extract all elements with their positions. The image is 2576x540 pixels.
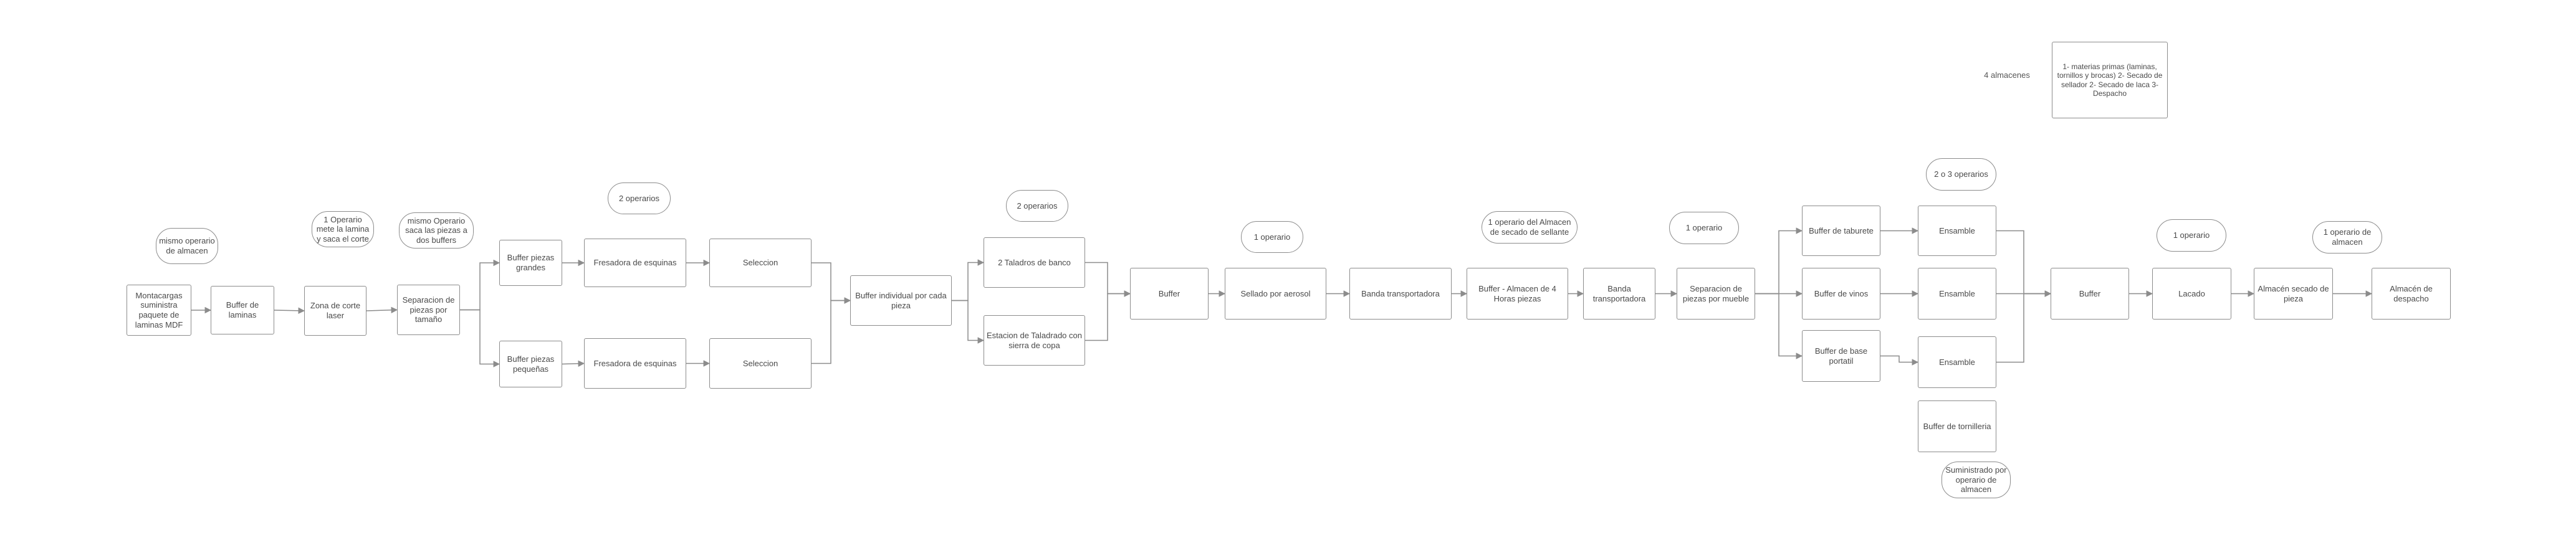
- connector-arrow: [1880, 355, 1919, 366]
- note-n-mismo-operario: mismo operario de almacen: [156, 228, 218, 264]
- process-box-fresadora-2: Fresadora de esquinas: [584, 338, 686, 389]
- process-box-banda-2: Banda transportadora: [1583, 268, 1655, 320]
- connector-arrow: [1755, 227, 1803, 295]
- process-box-buffer-base: Buffer de base portatil: [1802, 330, 1880, 382]
- process-box-buffer-vinos: Buffer de vinos: [1802, 268, 1880, 320]
- note-n-2op-b: 2 operarios: [1006, 190, 1068, 222]
- note-n-2op-a: 2 operarios: [608, 182, 671, 214]
- connector-arrow: [366, 306, 398, 314]
- process-box-buffer-almacen: Buffer - Almacen de 4 Horas piezas: [1467, 268, 1568, 320]
- note-n-1op-a: 1 operario: [1241, 221, 1303, 253]
- note-n-1op-almacen: 1 operario de almacen: [2312, 221, 2382, 253]
- process-box-lacado: Lacado: [2152, 268, 2231, 320]
- note-n-1op-b: 1 operario: [1669, 212, 1739, 244]
- process-box-separacion-tamano: Separacion de piezas por tamaño: [397, 285, 460, 335]
- connector-arrow: [952, 259, 985, 301]
- process-box-almacenes-lista: 1- materias primas (laminas, tornillos y…: [2052, 42, 2168, 118]
- process-box-buffer-taburete: Buffer de taburete: [1802, 206, 1880, 256]
- process-box-buffer-1: Buffer: [1130, 268, 1209, 320]
- note-n-op-almacen: 1 operario del Almacen de secado de sell…: [1482, 211, 1578, 244]
- process-box-almacen-secado: Almacén secado de pieza: [2254, 268, 2333, 320]
- note-n-suministrado: Suministrado por operario de almacen: [1942, 462, 2011, 498]
- process-box-ensamble-3: Ensamble: [1918, 336, 1996, 388]
- process-box-banda-1: Banda transportadora: [1349, 268, 1452, 320]
- connector-arrow: [812, 262, 851, 304]
- connector-arrow: [1085, 290, 1131, 341]
- connector-arrow: [1996, 290, 2052, 363]
- connector-arrow: [952, 300, 985, 344]
- note-n-2o3: 2 o 3 operarios: [1926, 158, 1996, 191]
- connector-arrow: [274, 307, 305, 315]
- process-box-buffer-pequenas: Buffer piezas pequeñas: [499, 341, 562, 387]
- connector-arrow: [1085, 262, 1131, 297]
- note-n-1op-c: 1 operario: [2157, 219, 2226, 252]
- connector-arrow: [812, 297, 851, 364]
- connector-arrow: [1755, 293, 1803, 359]
- process-box-buffer-individual: Buffer individual por cada pieza: [850, 275, 952, 326]
- note-n-operario-corte: 1 Operario mete la lamina y saca el cort…: [312, 211, 374, 247]
- process-box-buffer-grandes: Buffer piezas grandes: [499, 240, 562, 286]
- label-lbl-almacenes: 4 almacenes: [1984, 70, 2030, 80]
- process-box-separacion-mueble: Separacion de piezas por mueble: [1677, 268, 1755, 320]
- process-box-buffer-2: Buffer: [2051, 268, 2129, 320]
- note-n-mismo-operario-2: mismo Operario saca las piezas a dos buf…: [399, 212, 474, 249]
- connector-arrow: [460, 309, 500, 367]
- process-box-zona-corte: Zona de corte laser: [304, 286, 366, 336]
- process-box-sellado: Sellado por aerosol: [1225, 268, 1326, 320]
- connector-arrow: [1996, 230, 2052, 297]
- process-box-taladros: 2 Taladros de banco: [984, 237, 1085, 288]
- process-box-buffer-tornilleria: Buffer de tornilleria: [1918, 400, 1996, 452]
- process-box-fresadora-1: Fresadora de esquinas: [584, 239, 686, 287]
- process-box-seleccion-1: Seleccion: [709, 239, 812, 287]
- process-box-estacion-taladrado: Estacion de Taladrado con sierra de copa: [984, 315, 1085, 366]
- connector-arrow: [460, 259, 500, 311]
- process-box-montacargas: Montacargas suministra paquete de lamina…: [127, 285, 191, 336]
- process-box-almacen-despacho: Almacén de despacho: [2372, 268, 2451, 320]
- process-box-ensamble-1: Ensamble: [1918, 206, 1996, 256]
- process-box-buffer-laminas: Buffer de laminas: [211, 286, 274, 334]
- process-box-seleccion-2: Seleccion: [709, 338, 812, 389]
- process-box-ensamble-2: Ensamble: [1918, 268, 1996, 320]
